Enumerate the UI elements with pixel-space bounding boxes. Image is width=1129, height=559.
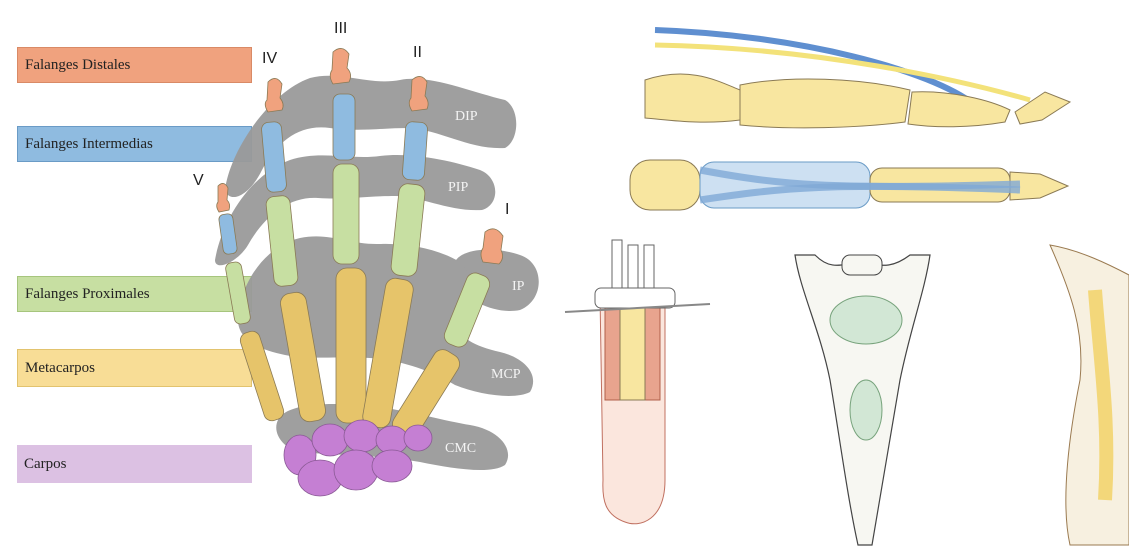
distal-phalanx-i xyxy=(481,229,503,264)
finger-dorsal-view xyxy=(630,160,1068,210)
distal-phalanx-ii xyxy=(409,76,428,111)
intermediate-phalanx-iii xyxy=(333,94,355,160)
finger-partial-lateral-view xyxy=(1050,245,1129,545)
intermediate-phalanx-ii xyxy=(402,121,428,180)
distal-phalanx-iii xyxy=(330,48,350,84)
finger-lateral-view xyxy=(645,30,1070,128)
joint-label-mcp: MCP xyxy=(491,367,521,382)
joint-label-dip: DIP xyxy=(455,109,478,124)
proximal-phalanx-iii xyxy=(333,164,359,264)
joint-label-ip: IP xyxy=(512,279,525,294)
distal-phalanx-v xyxy=(217,183,230,212)
joint-label-cmc: CMC xyxy=(445,441,476,456)
extensor-apparatus-view xyxy=(795,255,930,545)
joint-label-pip: PIP xyxy=(448,180,468,195)
finger-exposed-view xyxy=(565,240,710,524)
distal-phalanx-iv xyxy=(265,78,283,112)
metacarpal-iii xyxy=(336,268,366,423)
